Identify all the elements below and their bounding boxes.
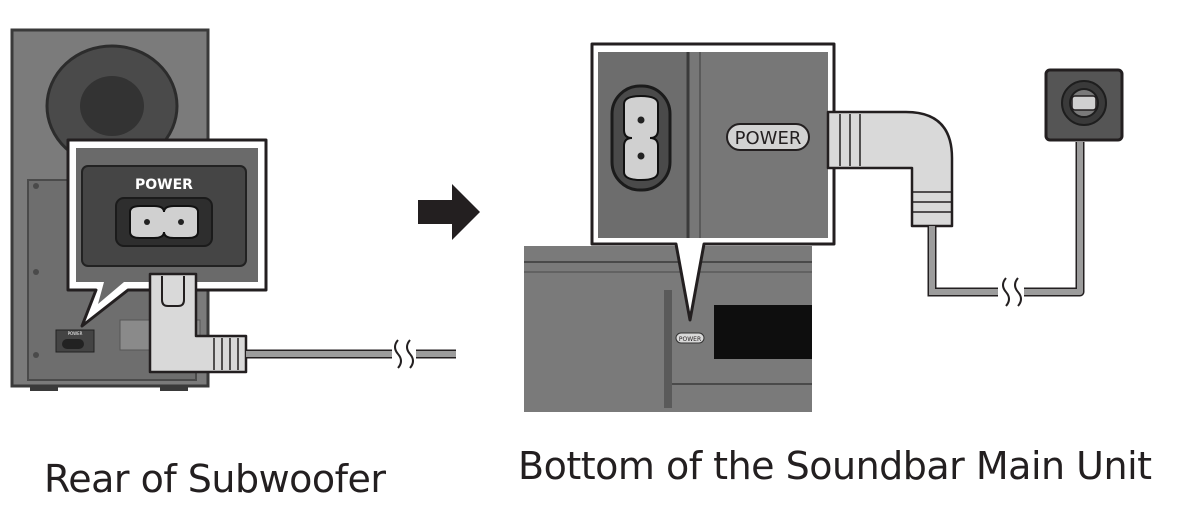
cable-break-icon [1002, 277, 1022, 307]
cable-break-icon [394, 339, 414, 369]
wall-outlet-icon [1044, 68, 1124, 142]
subwoofer-power-label: POWER [135, 177, 193, 193]
subwoofer-small-power-label: POWER [68, 331, 83, 336]
soundbar-small-power-label: POWER [679, 336, 701, 343]
subwoofer-power-callout: POWER [66, 138, 268, 328]
soundbar-power-label: POWER [735, 128, 802, 149]
figure-8-socket-icon [115, 197, 213, 247]
subwoofer-caption: Rear of Subwoofer [44, 457, 386, 501]
soundbar-small-power-label-box: POWER [675, 332, 705, 344]
soundbar-power-callout: POWER [590, 42, 836, 322]
subwoofer-small-power-port: POWER [55, 329, 95, 353]
soundbar-bottom: POWER [524, 246, 812, 412]
l-shaped-plug-icon [826, 110, 954, 228]
l-shaped-plug-icon [148, 272, 248, 374]
soundbar-caption: Bottom of the Soundbar Main Unit [518, 444, 1152, 488]
subwoofer-speaker-cone [45, 44, 179, 168]
right-arrow-icon [418, 184, 480, 240]
soundbar-power-cable [927, 142, 1085, 297]
soundbar-power-label-box: POWER [726, 123, 810, 151]
figure-8-socket-icon [610, 84, 672, 192]
